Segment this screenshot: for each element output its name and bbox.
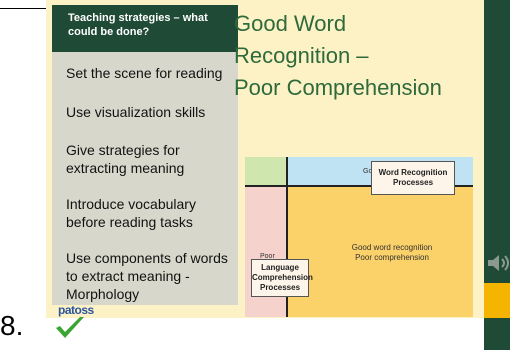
quadrant-description: Good word recognition Poor comprehension bbox=[317, 243, 467, 263]
title-line-3: Poor Comprehension bbox=[234, 75, 442, 100]
vertical-axis bbox=[286, 157, 288, 317]
title-line-2: Recognition – bbox=[234, 43, 369, 68]
patoss-logo: patoss bbox=[54, 303, 114, 343]
slide: Teaching strategies – what could be done… bbox=[46, 0, 484, 318]
slide-title: Good Word Recognition – Poor Comprehensi… bbox=[234, 8, 484, 104]
language-comprehension-box: Language Comprehension Processes bbox=[251, 259, 313, 297]
strategy-item-3: Give strategies for extracting meaning bbox=[66, 142, 185, 176]
top-rule bbox=[0, 8, 46, 9]
check-mark-icon bbox=[56, 317, 84, 338]
title-line-1: Good Word bbox=[234, 11, 347, 36]
horizontal-axis bbox=[245, 185, 473, 187]
quadrant-line-1: Good word recognition bbox=[351, 243, 433, 252]
quadrant-bottom-right bbox=[287, 186, 473, 317]
strategy-item-5: Use components of words to extract meani… bbox=[66, 250, 228, 302]
strategies-panel: Teaching strategies – what could be done… bbox=[52, 5, 238, 305]
speaker-icon[interactable] bbox=[487, 253, 510, 273]
quadrant-bottom-left bbox=[245, 186, 287, 317]
slide-number: 8. bbox=[0, 310, 24, 341]
strategies-heading: Teaching strategies – what could be done… bbox=[52, 5, 238, 52]
quadrant-top-left bbox=[245, 157, 287, 186]
simple-view-diagram: Good Poor Word Recognition Processes Lan… bbox=[245, 157, 473, 317]
strategy-item-2: Use visualization skills bbox=[66, 104, 206, 120]
quadrant-line-2: Poor comprehension bbox=[355, 253, 429, 262]
poor-label: Poor bbox=[260, 253, 275, 260]
word-recognition-box: Word Recognition Processes bbox=[371, 161, 455, 195]
strategy-item-4: Introduce vocabulary before reading task… bbox=[66, 196, 196, 230]
strategy-item-1: Set the scene for reading bbox=[66, 65, 223, 81]
side-panel-accent bbox=[484, 283, 510, 318]
logo-text: patoss bbox=[58, 303, 94, 317]
